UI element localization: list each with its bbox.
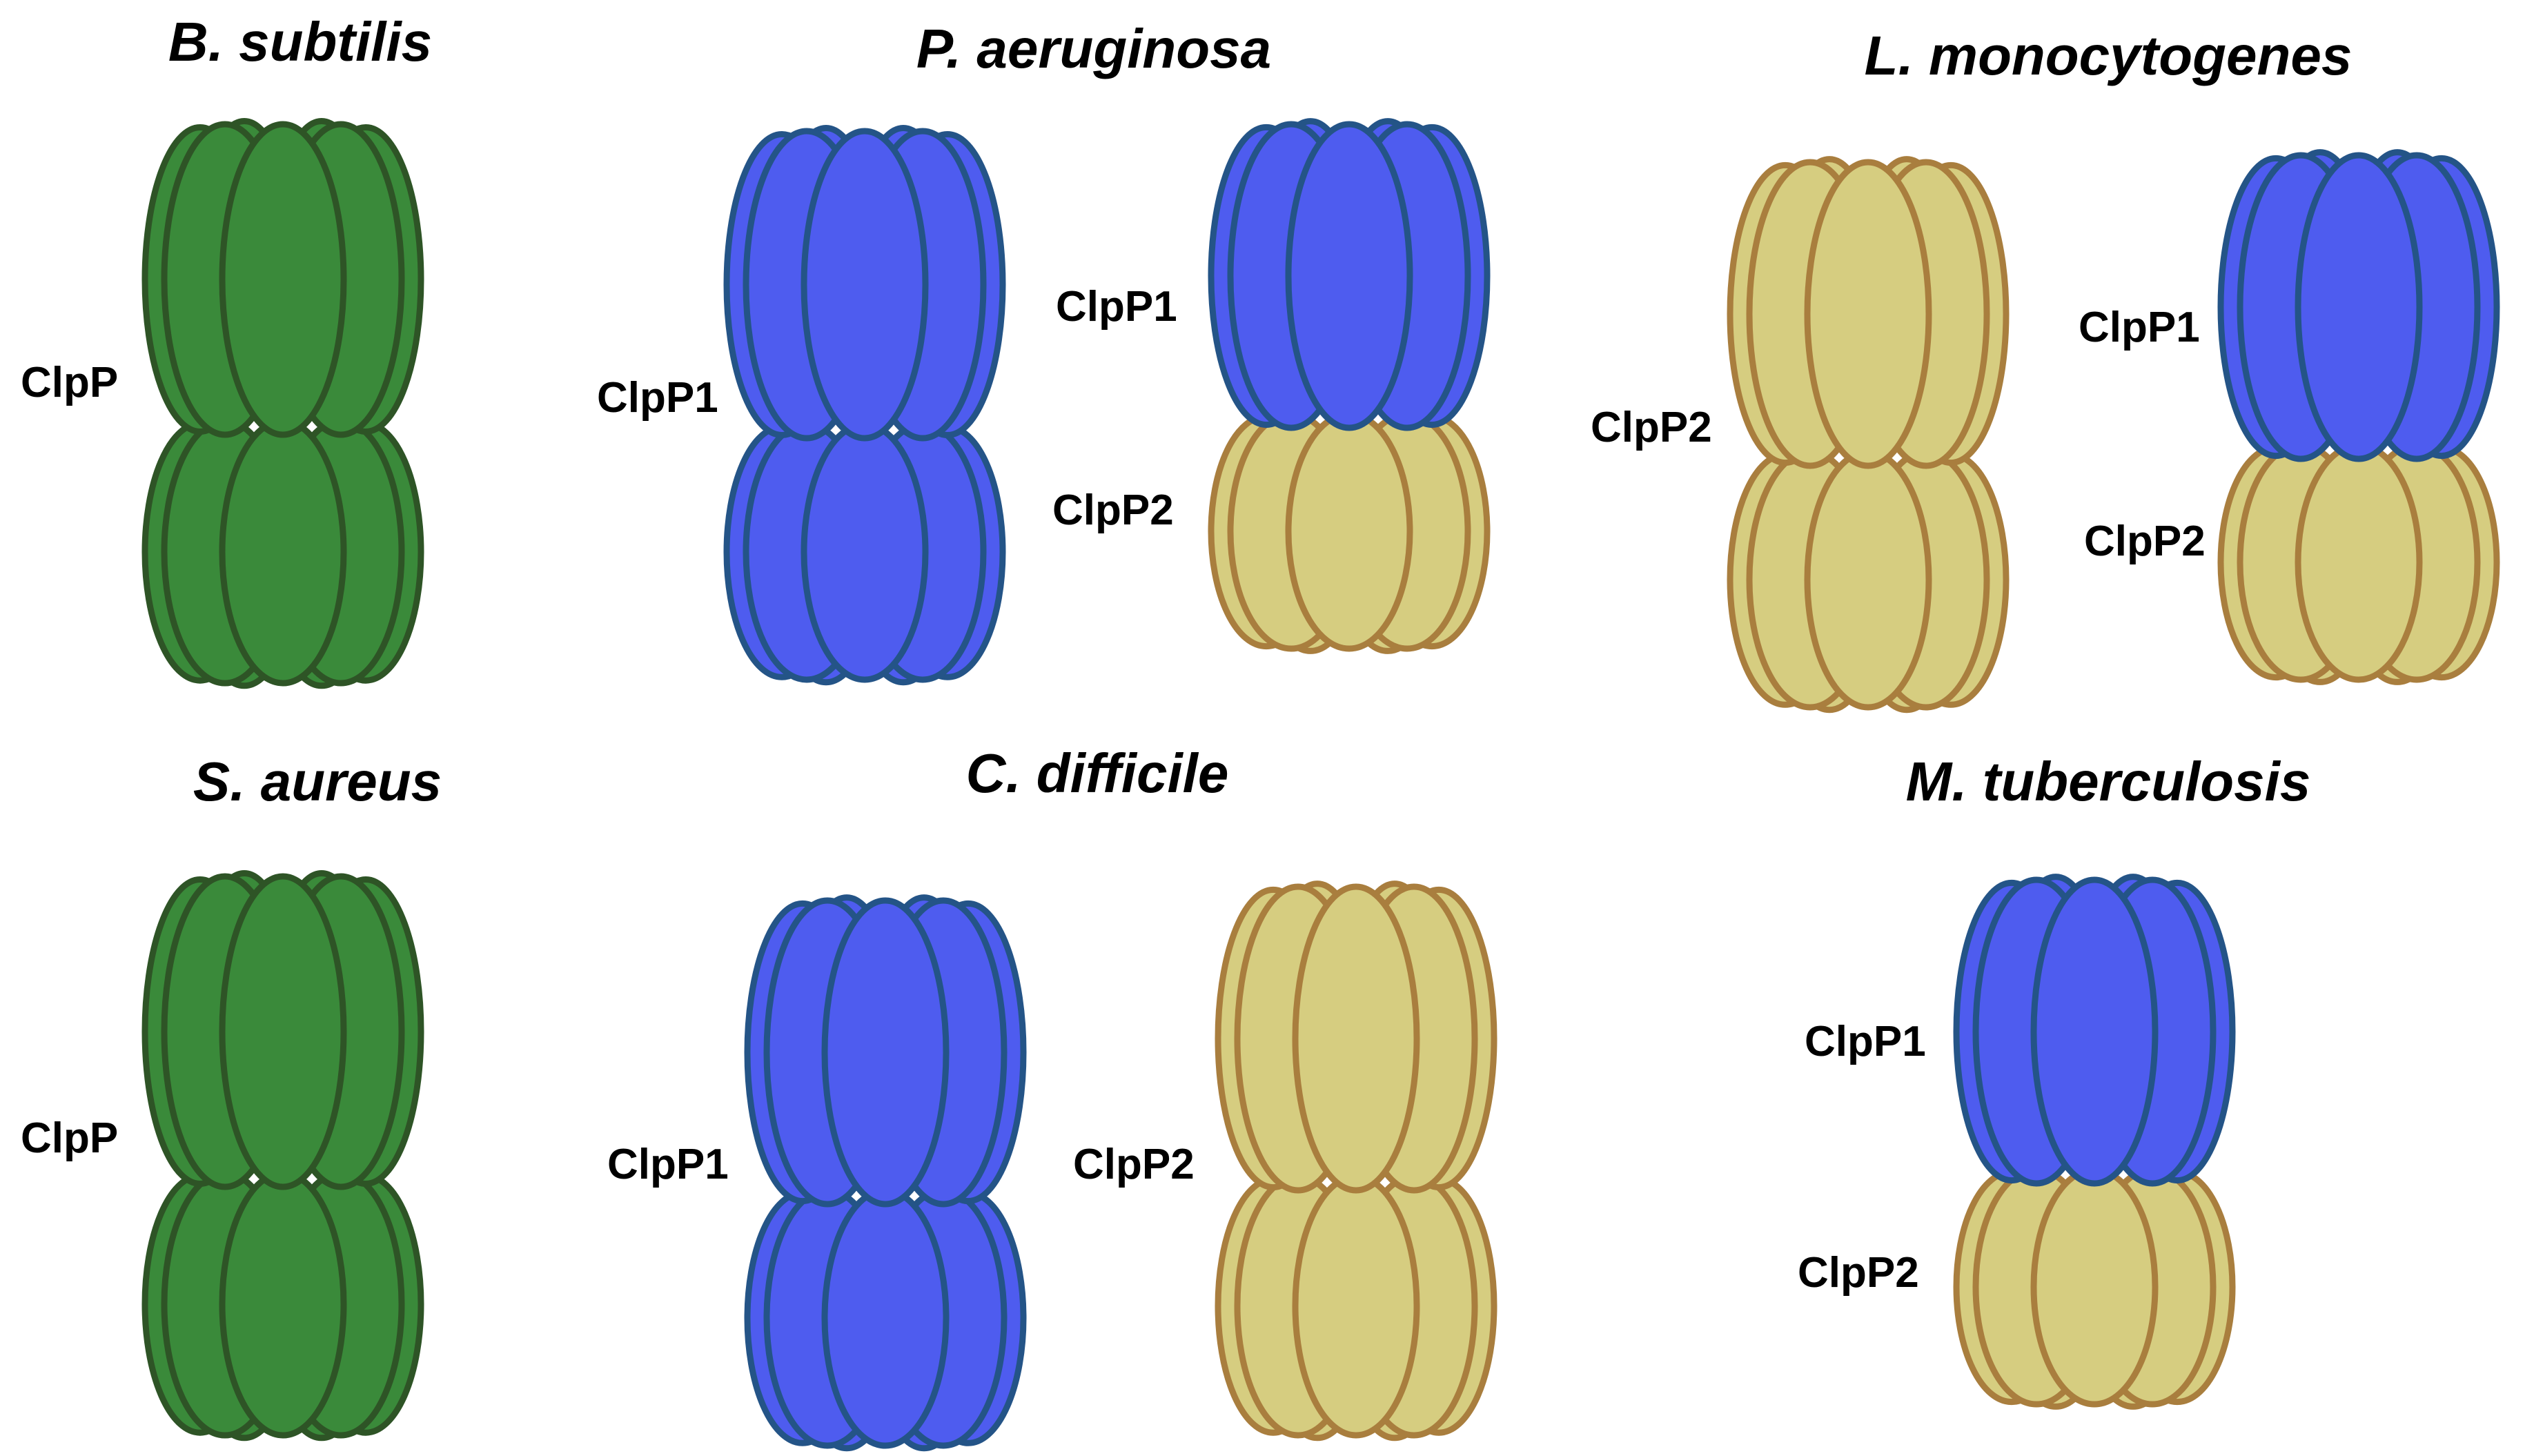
p-aeruginosa-mixed-complex-bottom-ring	[1208, 411, 1491, 654]
bottom-ring-label: ClpP2	[2084, 518, 2206, 565]
species-title-c-difficile: C. difficile	[966, 742, 1229, 804]
p-aeruginosa-clpp1-complex-top-ring	[723, 125, 1006, 442]
m-tuberculosis-complex-bottom-ring	[1953, 1166, 2236, 1410]
top-ring-label: ClpP1	[2079, 304, 2200, 351]
p-aeruginosa-mixed-complex-top-ring	[1208, 118, 1491, 431]
complex-label: ClpP	[21, 1114, 118, 1162]
complex-label: ClpP1	[607, 1141, 729, 1188]
top-ring-label: ClpP1	[1056, 283, 1177, 331]
species-title-p-aeruginosa: P. aeruginosa	[916, 18, 1271, 79]
b-subtilis-complex-top-ring	[141, 118, 424, 438]
l-monocytogenes-mixed-complex-bottom-ring	[2217, 442, 2500, 685]
species-title-b-subtilis: B. subtilis	[168, 11, 432, 72]
c-difficile-clpp1-complex-bottom-ring	[744, 1187, 1027, 1452]
l-monocytogenes-clpp2-complex-bottom-ring	[1727, 449, 2010, 714]
s-aureus-complex-top-ring	[141, 870, 424, 1190]
l-monocytogenes-clpp2-complex-top-ring	[1727, 156, 2010, 469]
bottom-ring-label: ClpP2	[1798, 1249, 1919, 1297]
ring-shapes	[141, 118, 2500, 1452]
species-title-l-monocytogenes: L. monocytogenes	[1865, 25, 2353, 86]
p-aeruginosa-clpp1-complex-bottom-ring	[723, 421, 1006, 686]
c-difficile-clpp1-complex-top-ring	[744, 894, 1027, 1208]
complex-label: ClpP2	[1591, 404, 1712, 451]
top-ring-label: ClpP1	[1805, 1018, 1926, 1065]
complex-label: ClpP	[21, 359, 118, 406]
bottom-ring-label: ClpP2	[1052, 486, 1174, 534]
b-subtilis-complex-bottom-ring	[141, 417, 424, 689]
complex-label: ClpP1	[597, 374, 718, 422]
species-title-m-tuberculosis: M. tuberculosis	[1906, 751, 2311, 812]
c-difficile-clpp2-complex-bottom-ring	[1215, 1173, 1497, 1442]
m-tuberculosis-complex-top-ring	[1953, 874, 2236, 1187]
complex-label: ClpP2	[1073, 1141, 1195, 1188]
species-title-s-aureus: S. aureus	[193, 751, 442, 812]
s-aureus-complex-bottom-ring	[141, 1170, 424, 1442]
l-monocytogenes-mixed-complex-top-ring	[2217, 149, 2500, 462]
c-difficile-clpp2-complex-top-ring	[1215, 881, 1497, 1194]
